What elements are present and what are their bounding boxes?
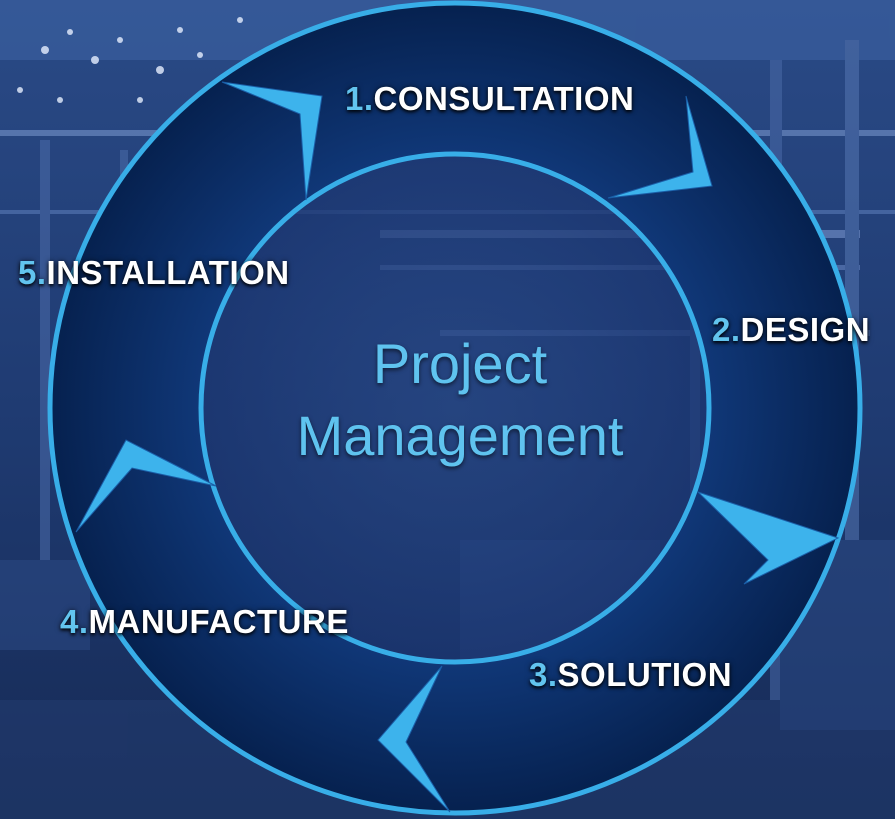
step-number: 1. [345,80,374,117]
step-number: 2. [712,311,741,348]
step-design: 2.DESIGN [712,311,870,349]
step-label: CONSULTATION [373,80,635,117]
step-number: 3. [529,656,558,693]
arrow-icon-design-to-solution [697,491,840,585]
step-label: SOLUTION [557,656,733,693]
cycle-arrows [75,81,840,813]
ceiling-lights [17,17,243,103]
step-installation: 5.INSTALLATION [18,254,290,292]
step-number: 4. [60,603,89,640]
arrow-icon-consultation-to-design [607,95,713,199]
center-title: Project Management [230,328,690,472]
step-label: INSTALLATION [46,254,290,291]
step-number: 5. [18,254,47,291]
step-label: DESIGN [740,311,871,348]
center-title-line1: Project [372,332,548,395]
outer-ring-border [47,0,863,816]
arrow-icon-solution-to-manufacture [377,665,451,813]
arrow-icon-installation-to-consultation [221,81,323,201]
center-title-line2: Management [296,404,624,467]
arrow-icon-manufacture-to-installation [75,439,217,533]
step-label: MANUFACTURE [88,603,349,640]
center-circle [201,154,709,662]
step-solution: 3.SOLUTION [529,656,732,694]
step-manufacture: 4.MANUFACTURE [60,603,349,641]
inner-ring-border [198,151,712,665]
step-consultation: 1.CONSULTATION [345,80,634,118]
